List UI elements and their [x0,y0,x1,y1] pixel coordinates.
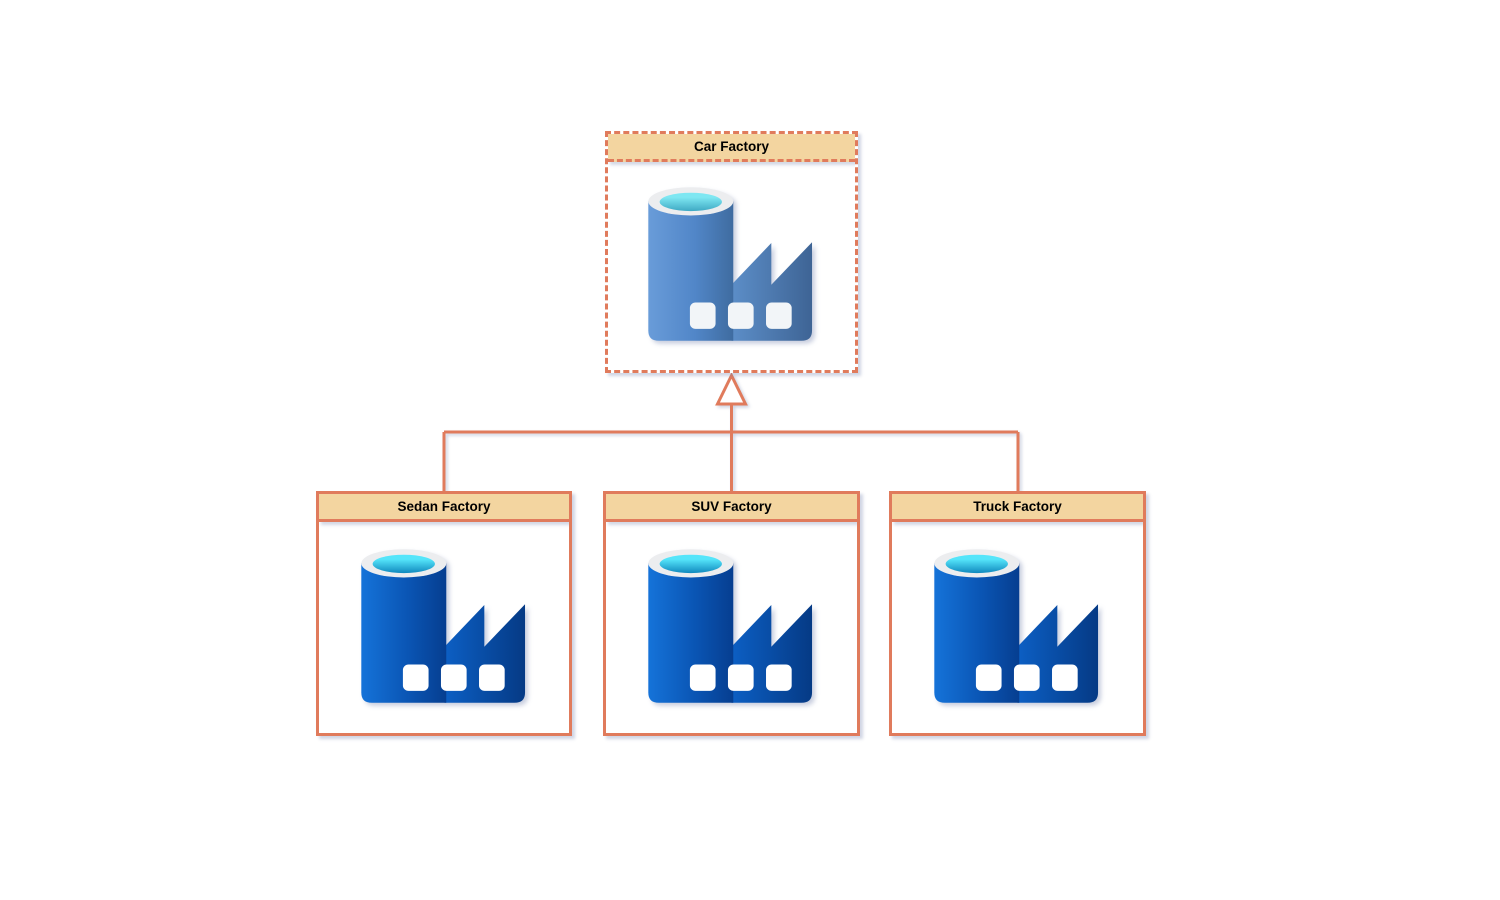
node-truck-factory-body [892,522,1143,733]
factory-icon [356,543,533,713]
node-truck-factory[interactable]: Truck Factory [889,491,1146,736]
node-suv-factory-body [606,522,857,733]
node-car-factory-title: Car Factory [608,134,855,162]
node-car-factory[interactable]: Car Factory [605,131,858,373]
node-suv-factory-title: SUV Factory [606,494,857,522]
node-sedan-factory-title: Sedan Factory [319,494,569,522]
inheritance-arrowhead-icon[interactable] [715,372,748,406]
node-sedan-factory[interactable]: Sedan Factory [316,491,572,736]
node-truck-factory-title: Truck Factory [892,494,1143,522]
factory-icon [643,181,820,351]
node-car-factory-body [608,162,855,370]
factory-icon [929,543,1106,713]
node-sedan-factory-body [319,522,569,733]
factory-icon [643,543,820,713]
node-suv-factory[interactable]: SUV Factory [603,491,860,736]
